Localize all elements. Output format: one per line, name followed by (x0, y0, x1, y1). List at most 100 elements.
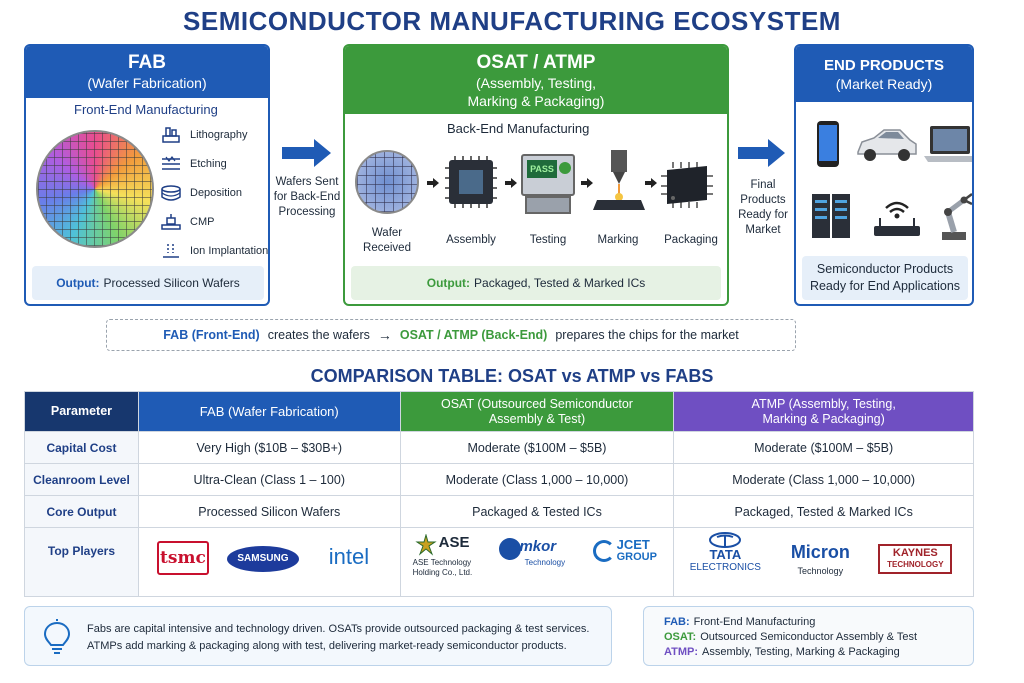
micron-logo: Micron (790, 542, 850, 562)
small-arrow-icon (645, 178, 657, 188)
tata-logo: TATA ELECTRONICS (688, 548, 762, 574)
table-row: Capital Cost Very High ($10B – $30B+) Mo… (24, 431, 974, 464)
summary-text: Fabs are capital intensive and technolog… (87, 621, 607, 655)
osat-title: OSAT / ATMP (476, 52, 596, 73)
end-output-line1: Semiconductor Products (816, 262, 954, 276)
tata-emblem-icon (709, 532, 742, 548)
kaynes-line1: KAYNES (892, 547, 938, 559)
header-osat: OSAT (Outsourced Semiconductor Assembly … (399, 391, 675, 432)
proc-label: Assembly (446, 234, 496, 246)
assembly-icon (445, 156, 497, 208)
front-end-label: Front-End Manufacturing (74, 102, 218, 117)
summary-note: Fabs are capital intensive and technolog… (24, 606, 612, 666)
header-osat-line2: Assembly & Test) (488, 411, 586, 426)
abbreviation-legend: FAB:Front-End Manufacturing OSAT:Outsour… (643, 606, 974, 666)
legend-item-fab: FAB:Front-End Manufacturing (664, 615, 973, 630)
proc-label: Packaging (664, 234, 718, 246)
header-fab: FAB (Wafer Fabrication) (137, 391, 401, 432)
comparison-title: COMPARISON TABLE: OSAT vs ATMP vs FABS (310, 366, 714, 386)
proc-packaging: Packaging (657, 234, 725, 246)
table-row: Core Output Processed Silicon Wafers Pac… (24, 495, 974, 528)
atmp-cell: Moderate ($100M – $5B) (673, 431, 974, 464)
jcet-circle-icon (592, 540, 615, 562)
legend-item-osat: OSAT:Outsourced Semiconductor Assembly &… (664, 630, 973, 645)
tata-line1: TATA (709, 547, 742, 562)
osat-subtitle-2: Marking & Packaging) (467, 93, 605, 109)
tata-line2: ELECTRONICS (689, 562, 761, 573)
osat-logos-cell: ASE ASE Technology Holding Co., Ltd. Amk… (399, 527, 675, 597)
legend-value: Assembly, Testing, Marking & Packaging (702, 646, 900, 658)
fab-cell: Very High ($10B – $30B+) (137, 431, 401, 464)
testing-icon: PASS (521, 154, 575, 216)
table-header-row: Parameter FAB (Wafer Fabrication) OSAT (… (24, 391, 974, 432)
amkor-circle-icon (498, 538, 521, 560)
comparison-table: Parameter FAB (Wafer Fabrication) OSAT (… (24, 391, 974, 597)
flow-fab: FAB (Front-End) (163, 328, 260, 342)
osat-header: OSAT / ATMP (Assembly, Testing, Marking … (345, 46, 727, 114)
flow-fab-desc: creates the wafers (267, 328, 370, 342)
laptop-icon (924, 126, 972, 162)
end-products-panel: END PRODUCTS (Market Ready) Semiconducto… (794, 44, 974, 306)
packaging-icon (661, 162, 713, 208)
kaynes-line2: TECHNOLOGY (887, 560, 944, 569)
fab-cell: Ultra-Clean (Class 1 – 100) (137, 463, 401, 496)
pass-display: PASS (527, 160, 557, 178)
page-title: SEMICONDUCTOR MANUFACTURING ECOSYSTEM (183, 6, 841, 36)
lightbulb-icon (43, 619, 71, 654)
step-label: Etching (190, 158, 227, 170)
server-icon (812, 194, 850, 238)
end-output: Semiconductor Products Ready for End App… (802, 256, 968, 300)
small-arrow-icon (427, 178, 439, 188)
wafers-sent-text: Wafers Sent for Back-End Processing (273, 176, 341, 218)
step-label: CMP (190, 216, 215, 228)
output-key: Output: (426, 276, 471, 290)
fab-subtitle: (Wafer Fabrication) (87, 75, 207, 91)
output-value: Packaged, Tested & Marked ICs (474, 276, 646, 290)
atmp-cell: Moderate (Class 1,000 – 10,000) (673, 463, 974, 496)
header-osat-line1: OSAT (Outsourced Semiconductor (440, 396, 633, 411)
small-arrow-icon (505, 178, 517, 188)
table-row-players: Top Players tsmc SAMSUNG intel ASE ASE T… (24, 527, 974, 597)
header-parameter: Parameter (24, 391, 139, 432)
proc-label: Testing (529, 234, 567, 246)
samsung-logo: SAMSUNG (226, 546, 299, 572)
back-end-label: Back-End Manufacturing (447, 121, 590, 136)
small-arrow-icon (581, 178, 593, 188)
end-title: END PRODUCTS (823, 57, 944, 74)
atmp-logos-cell: TATA ELECTRONICS Micron Technology KAYNE… (673, 527, 974, 597)
arrow-right-icon (282, 139, 331, 167)
fab-title: FAB (128, 52, 166, 73)
fab-cell: Processed Silicon Wafers (137, 495, 401, 528)
step-cmp: CMP (160, 211, 268, 233)
legend-key: FAB: (664, 616, 690, 628)
param-cell: Top Players (24, 527, 139, 597)
end-subtitle: (Market Ready) (835, 76, 933, 92)
arrow-right-icon (738, 139, 785, 167)
step-label: Lithography (190, 129, 248, 141)
ase-star-icon (414, 534, 437, 556)
silicon-wafer-icon (36, 130, 154, 248)
output-key: Output: (56, 276, 100, 290)
legend-key: OSAT: (664, 631, 697, 643)
robot-arm-icon (942, 193, 972, 240)
proc-testing: Testing (513, 234, 583, 246)
amkor-subtext: Technology (524, 558, 566, 567)
header-atmp: ATMP (Assembly, Testing, Marking & Packa… (673, 391, 974, 432)
legend-key: ATMP: (664, 646, 699, 658)
router-icon (874, 201, 920, 236)
smartphone-icon (817, 121, 839, 167)
atmp-cell: Packaged, Tested & Marked ICs (673, 495, 974, 528)
flow-summary: FAB (Front-End) creates the wafers → OSA… (106, 319, 796, 351)
osat-cell: Moderate ($100M – $5B) (399, 431, 675, 464)
kaynes-logo: KAYNES TECHNOLOGY (878, 544, 953, 574)
ase-subtext-line2: Holding Co., Ltd. (412, 568, 473, 577)
flow-osat: OSAT / ATMP (Back-End) (399, 328, 548, 342)
micron-subtext: Technology (797, 566, 844, 576)
osat-subtitle-1: (Assembly, Testing, (475, 75, 597, 91)
table-row: Cleanroom Level Ultra-Clean (Class 1 – 1… (24, 463, 974, 496)
fab-logos-cell: tsmc SAMSUNG intel (137, 527, 401, 597)
cmp-icon (160, 213, 182, 231)
osat-panel: OSAT / ATMP (Assembly, Testing, Marking … (343, 44, 729, 306)
final-products-text: Final Products Ready for Market (738, 179, 788, 236)
etching-icon (160, 155, 182, 173)
